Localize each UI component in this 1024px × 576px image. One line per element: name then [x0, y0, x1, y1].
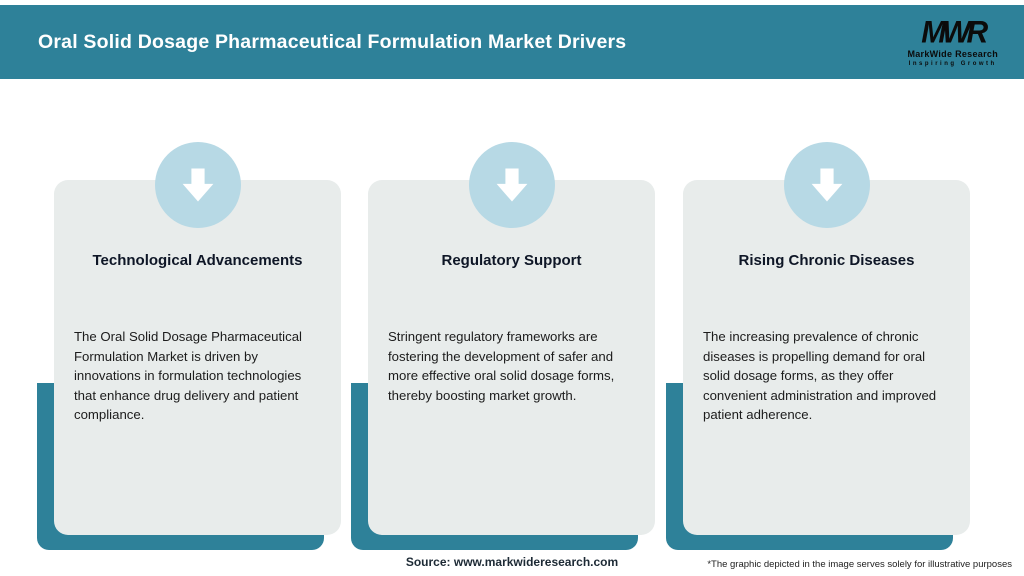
logo-name: MarkWide Research	[907, 48, 998, 59]
driver-card-regulatory-support: Regulatory Support Stringent regulatory …	[351, 142, 655, 550]
down-arrow-icon	[182, 168, 213, 202]
disclaimer-text: *The graphic depicted in the image serve…	[707, 559, 1012, 570]
card-panel: Regulatory Support Stringent regulatory …	[368, 142, 655, 535]
driver-card-rising-chronic-diseases: Rising Chronic Diseases The increasing p…	[666, 142, 970, 550]
down-arrow-badge	[154, 142, 241, 228]
source-text: Source: www.markwideresearch.com	[405, 555, 619, 569]
down-arrow-icon	[811, 168, 842, 202]
header-bar: Oral Solid Dosage Pharmaceutical Formula…	[0, 5, 1024, 79]
card-title: Technological Advancements	[92, 252, 303, 269]
card-body-text: Stringent regulatory frameworks are fost…	[388, 329, 615, 403]
logo-monogram: MWR	[921, 14, 988, 50]
down-arrow-badge	[468, 142, 555, 228]
card-body-text: The increasing prevalence of chronic dis…	[703, 329, 937, 423]
down-arrow-icon	[496, 168, 527, 202]
driver-cards: Technological Advancements The Oral Soli…	[0, 142, 1024, 550]
card-panel: Rising Chronic Diseases The increasing p…	[683, 142, 970, 535]
down-arrow-badge	[783, 142, 870, 228]
card-title: Regulatory Support	[441, 252, 582, 269]
markwide-logo: MWR MarkWide Research Inspiring Growth	[907, 14, 998, 67]
logo-tagline: Inspiring Growth	[908, 60, 997, 67]
card-panel: Technological Advancements The Oral Soli…	[54, 142, 341, 535]
page-title: Oral Solid Dosage Pharmaceutical Formula…	[38, 30, 627, 53]
card-body-text: The Oral Solid Dosage Pharmaceutical For…	[74, 329, 302, 423]
driver-card-technological-advancements: Technological Advancements The Oral Soli…	[37, 142, 341, 550]
card-title: Rising Chronic Diseases	[738, 252, 915, 269]
